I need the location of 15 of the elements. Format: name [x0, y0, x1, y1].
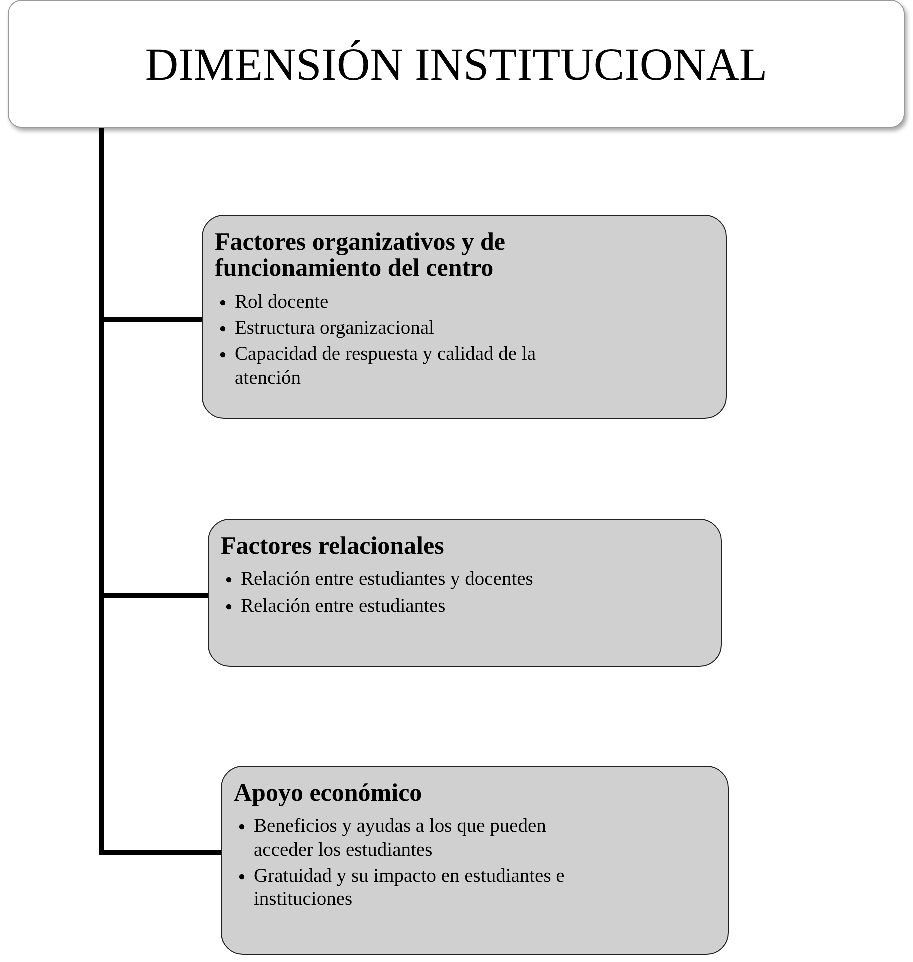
- heading: Factores organizativos y de funcionamiento del centro: [215, 230, 506, 282]
- bullet-item: Capacidad de respuesta y calidad de la atención: [229, 343, 558, 390]
- bullet-item: Gratuidad y su impacto en estudiantes e instituciones: [248, 865, 572, 912]
- bullet-item: Estructura organizacional: [229, 316, 558, 340]
- title-text: DIMENSIÓN INSTITUCIONAL: [145, 38, 768, 90]
- category-box: [202, 215, 727, 419]
- category-box: [208, 519, 722, 667]
- heading: Apoyo económico: [234, 781, 424, 808]
- heading: Factores relacionales: [221, 534, 446, 560]
- bullet-item: Rol docente: [229, 290, 558, 314]
- title-box: [8, 0, 905, 128]
- category-box: [221, 766, 729, 955]
- bullet-item: Relación entre estudiantes y docentes: [235, 568, 659, 592]
- bullet-item: Relación entre estudiantes: [235, 594, 659, 618]
- bullet-item: Beneficios y ayudas a los que pueden acceder los estudiantes: [248, 815, 572, 862]
